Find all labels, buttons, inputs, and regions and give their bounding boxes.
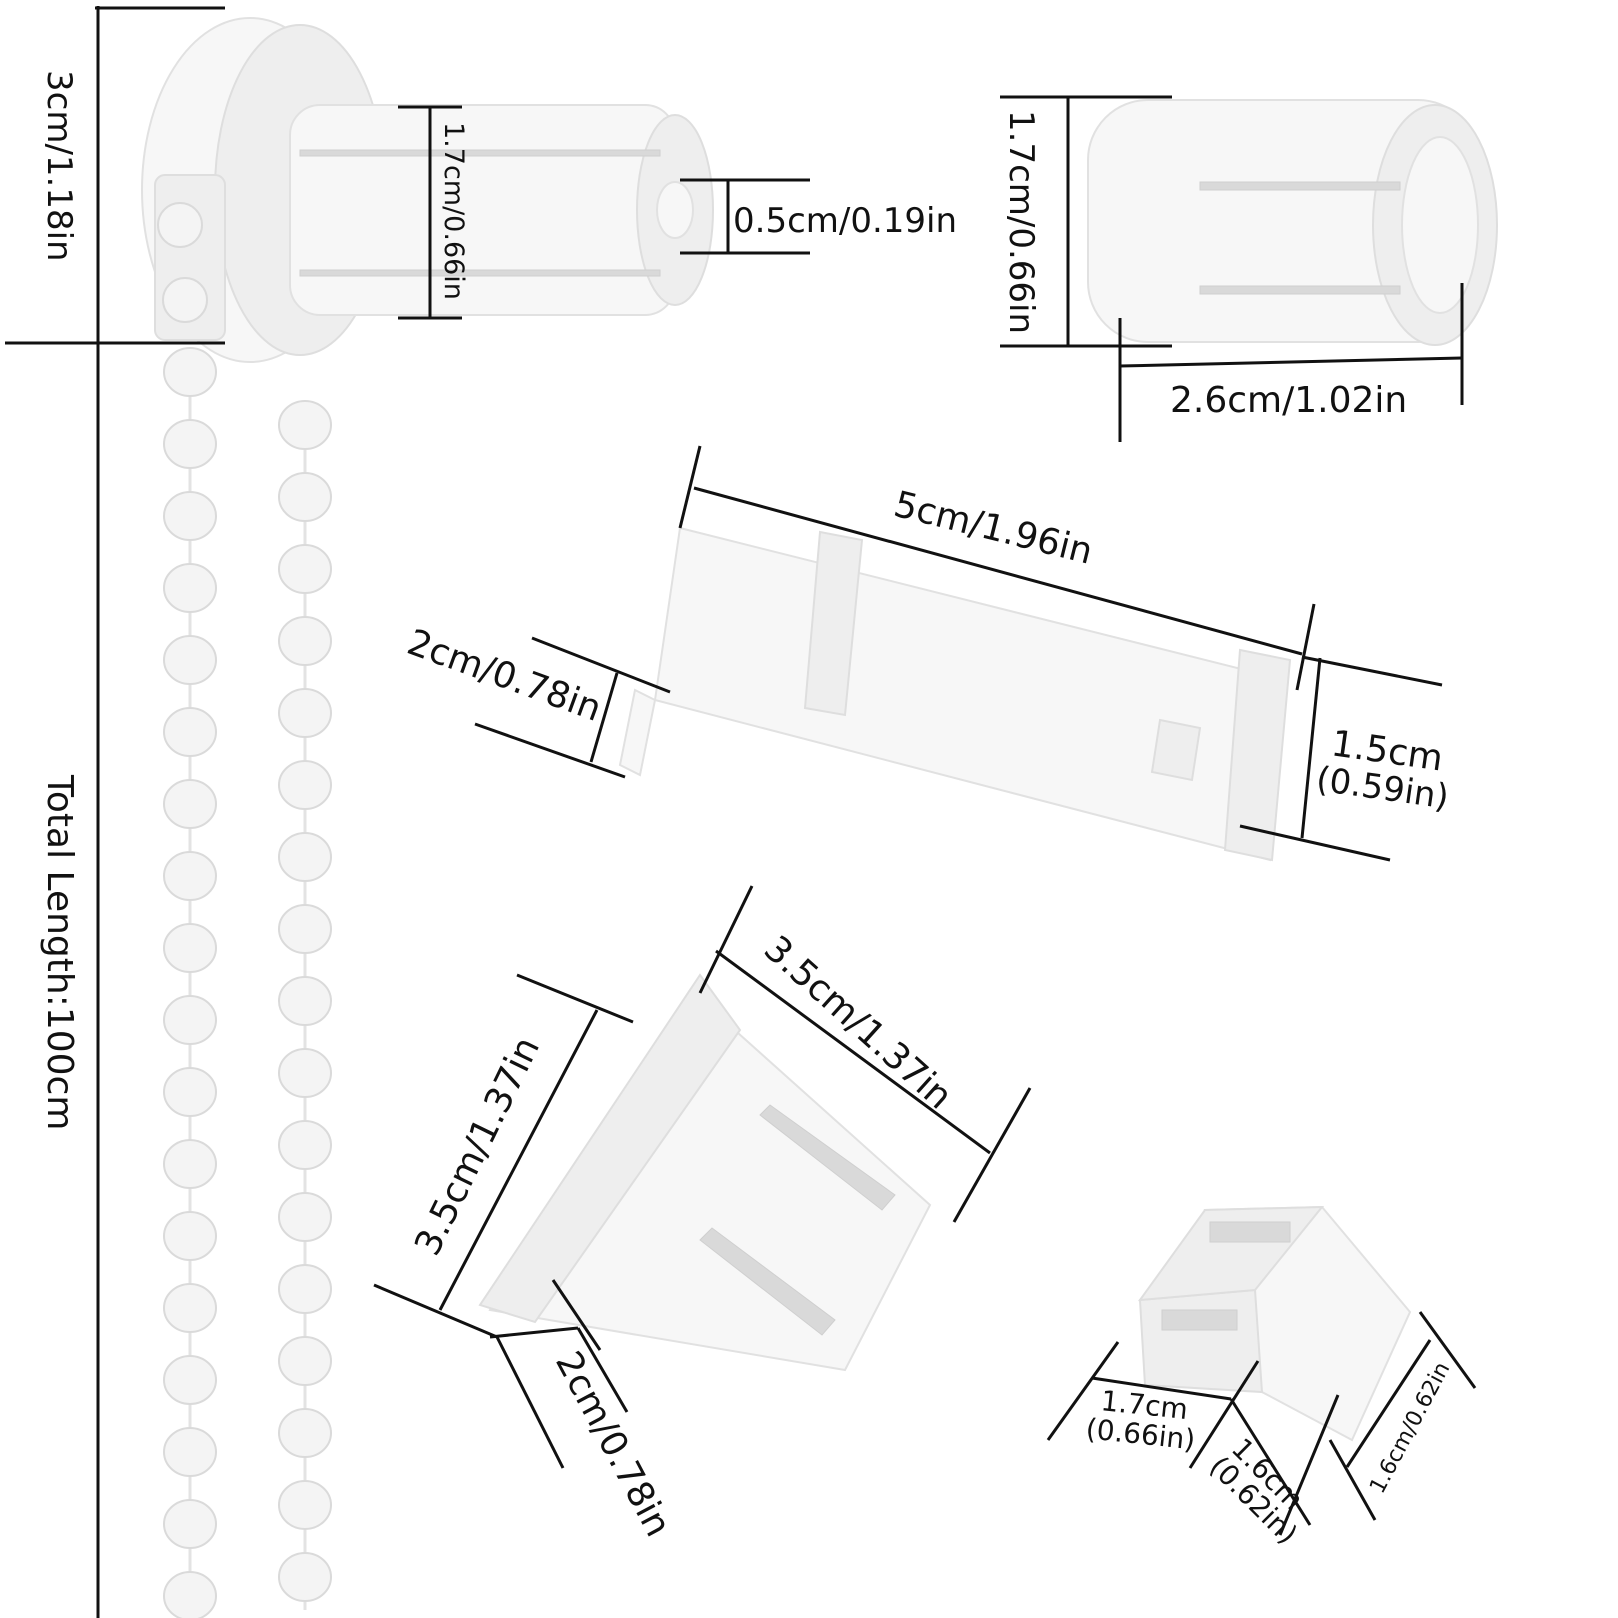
sleeve-length-label: 2.6cm/1.02in (1170, 380, 1407, 421)
chain-bead (163, 563, 217, 613)
bracket-depth-label: 2cm/0.78in (402, 622, 607, 730)
chain-bead (163, 1139, 217, 1189)
mounting-bracket-dimensions (474, 445, 1443, 862)
chain-bead (278, 472, 332, 522)
chain-bead (278, 544, 332, 594)
bead-chain (163, 347, 332, 1618)
total-length-label: Total Length:100cm (39, 774, 80, 1130)
chain-bead (278, 1480, 332, 1530)
bracket-length-label: 5cm/1.96in (890, 484, 1097, 573)
end-plug-dimensions (373, 885, 1032, 1469)
chain-bead (163, 851, 217, 901)
clip-part (1137, 1205, 1412, 1442)
chain-bead (163, 1355, 217, 1405)
chain-bead (163, 1571, 217, 1618)
chain-bead (278, 832, 332, 882)
chain-bead (278, 1408, 332, 1458)
chain-bead (163, 491, 217, 541)
plug-depth-label: 2cm/0.78in (547, 1345, 678, 1543)
chain-bead (278, 904, 332, 954)
clutch-part (141, 17, 714, 363)
chain-bead (278, 1264, 332, 1314)
clutch-pin-label: 0.5cm/0.19in (733, 201, 957, 241)
clip-dimensions (1046, 1311, 1477, 1536)
chain-bead (163, 707, 217, 757)
chain-bead (278, 1336, 332, 1386)
chain-bead (278, 976, 332, 1026)
clutch-diameter-label: 1.7cm/0.66in (438, 122, 469, 300)
chain-bead (278, 760, 332, 810)
chain-bead (278, 1120, 332, 1170)
sleeve-diameter-label: 1.7cm/0.66in (1001, 110, 1041, 334)
chain-bead (163, 347, 217, 397)
chain-bead (278, 400, 332, 450)
end-plug-part (478, 973, 932, 1372)
chain-bead (163, 1067, 217, 1117)
mounting-bracket-part (618, 526, 1292, 862)
chain-bead (163, 635, 217, 685)
clutch-dimensions (5, 6, 810, 1618)
chain-bead (278, 616, 332, 666)
sleeve-dimensions (1000, 95, 1464, 442)
chain-bead (278, 1192, 332, 1242)
chain-bead (163, 419, 217, 469)
chain-bead (163, 1211, 217, 1261)
bracket-height-label: 3cm/1.18in (39, 70, 79, 262)
chain-bead (278, 1048, 332, 1098)
chain-bead (163, 995, 217, 1045)
chain-bead (163, 779, 217, 829)
chain-bead (278, 688, 332, 738)
sleeve-part (1087, 99, 1498, 346)
chain-bead (163, 923, 217, 973)
chain-bead (163, 1499, 217, 1549)
chain-bead (163, 1283, 217, 1333)
chain-bead (278, 1552, 332, 1602)
chain-bead (163, 1427, 217, 1477)
